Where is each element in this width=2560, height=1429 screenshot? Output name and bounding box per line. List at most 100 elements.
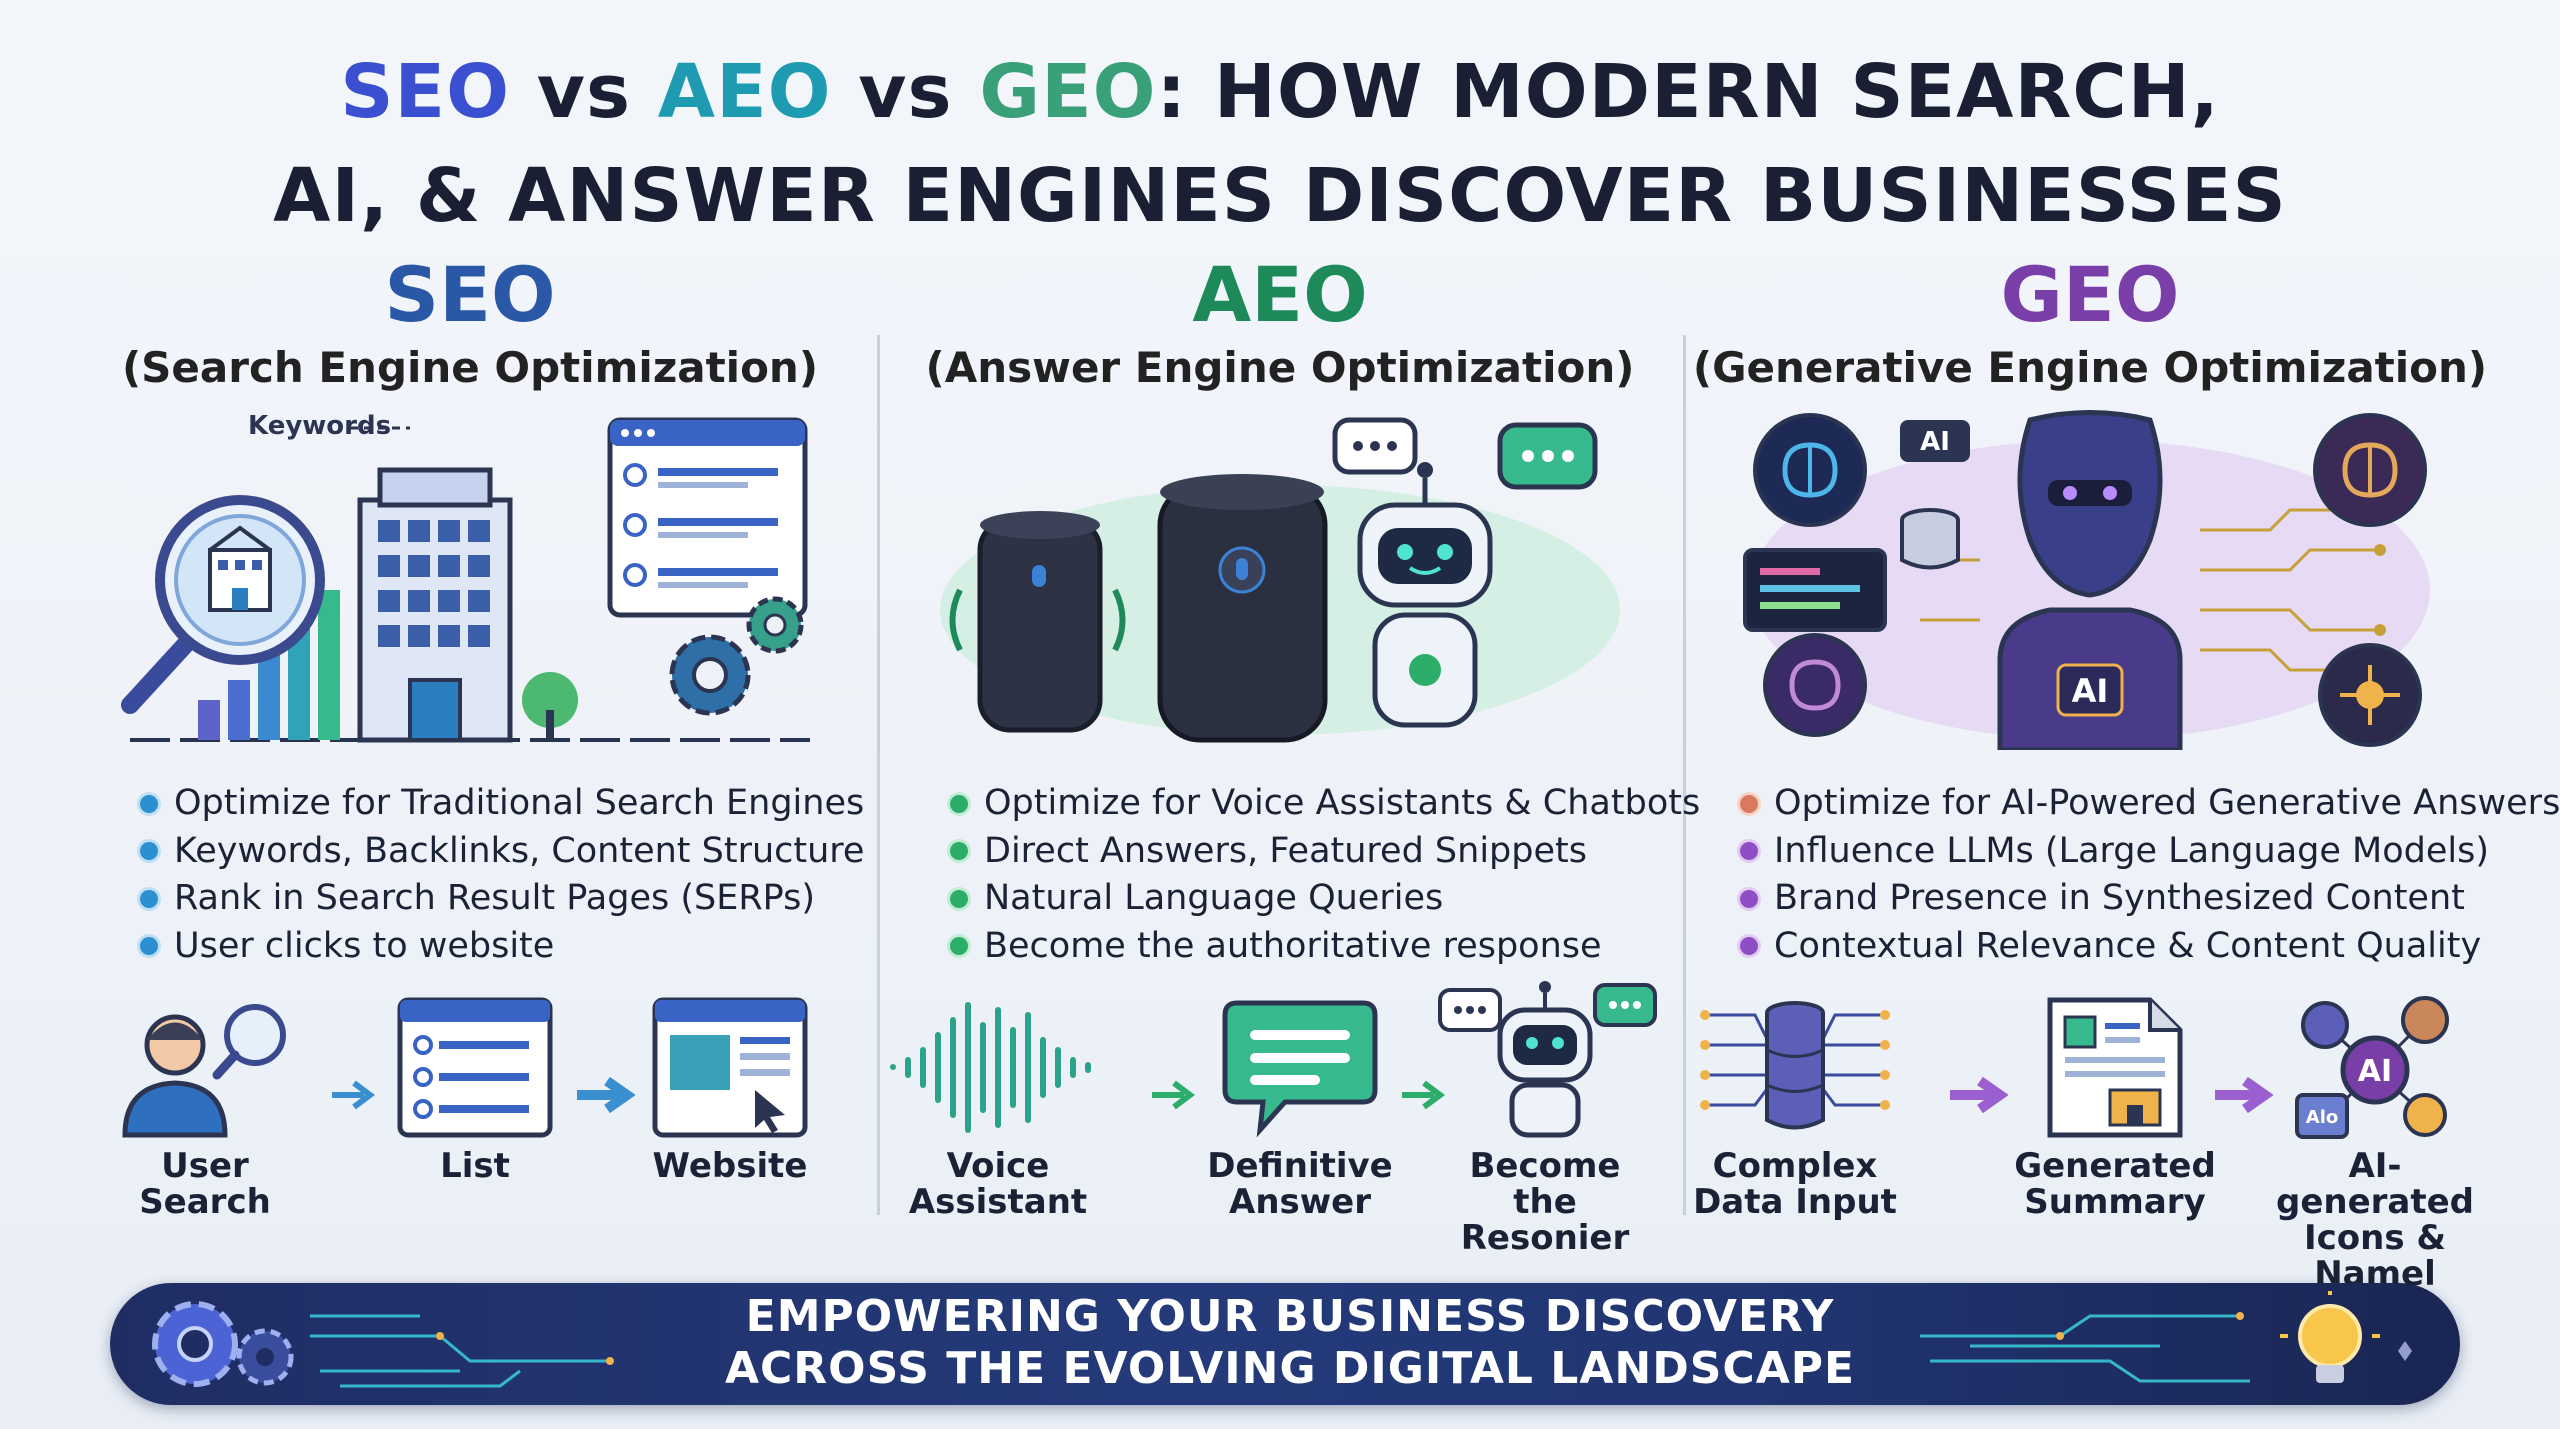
footer-banner: EMPOWERING YOUR BUSINESS DISCOVERY ACROS… [110,1283,2460,1405]
ai-humanoid-icon: AI [1997,410,2183,750]
flow-label: User Search [139,1146,271,1222]
list-item: Optimize for Traditional Search Engines [140,780,870,828]
seo-full-name: (Search Engine Optimization) [121,343,819,392]
arrow-icon [2215,1076,2273,1114]
flow-label: Complex Data Input [1693,1146,1897,1222]
user-icon [122,1004,286,1138]
flow-step-website: Website [625,995,835,1184]
geo-bullet-list: Optimize for AI-Powered Generative Answe… [1740,780,2560,971]
geo-flow: Complex Data Input Generated Summary [1690,995,2490,1292]
brain-icon [1763,633,1867,737]
title-seo: SEO [340,49,510,135]
document-icon [2047,997,2183,1138]
geo-header: GEO (Generative Engine Optimization) [1690,250,2490,396]
title-vs: vs [509,49,658,135]
brain-icon [2313,413,2427,527]
bullet-dot [1740,937,1758,956]
sound-wave-icon [890,1002,1091,1133]
arrow-icon [1402,1080,1445,1110]
code-window-icon [1743,548,1887,632]
seo-column: SEO (Search Engine Optimization) [70,250,870,1260]
seo-header: SEO (Search Engine Optimization) [70,250,870,396]
banner-line-1: EMPOWERING YOUR BUSINESS DISCOVERY [745,1291,1835,1342]
seo-hero-illustration: Keywords [121,411,810,743]
title-vs: vs [831,49,980,135]
title-rest: : HOW MODERN SEARCH, [1156,49,2220,135]
arrow-icon [332,1080,375,1110]
bullet-dot [1740,889,1758,908]
list-item: Influence LLMs (Large Language Models) [1740,828,2489,876]
title-line-1: SEO vs AEO vs GEO: HOW MODERN SEARCH, [0,40,2560,144]
list-item: Become the authoritative response [950,923,1680,971]
arrow-icon [577,1076,635,1114]
chat-bubble-icon [1332,417,1598,490]
bullet-dot [140,842,158,861]
bullet-dot [140,889,158,908]
flow-step-ai-generated-icons: AI Alo AI-generated Icons & Namel [2260,995,2490,1292]
database-icon [1900,508,1960,570]
aeo-column: AEO (Answer Engine Optimization) [878,250,1700,1260]
column-divider [1683,335,1686,1215]
geo-abbr: GEO [2000,250,2180,339]
website-icon [652,997,808,1138]
ai-chest-label: AI [2072,672,2109,710]
flow-label: AI-generated Icons & Namel [2275,1146,2475,1294]
geo-full-name: (Generative Engine Optimization) [1692,343,2488,392]
list-item: Optimize for Voice Assistants & Chatbots [950,780,1700,828]
ai-label: AI [1920,427,1950,457]
robot-icon [1438,981,1657,1138]
building-icon [357,467,513,743]
bullet-dot [950,842,968,861]
seo-bullet-list: Optimize for Traditional Search Engines … [140,780,870,970]
bullet-dot [1740,842,1758,861]
list-item: User clicks to website [140,923,870,971]
geo-column: GEO (Generative Engine Optimization) [1690,250,2560,1292]
column-divider [877,335,880,1215]
title-aeo: AEO [657,49,832,135]
brain-icon [1753,413,1867,527]
bullet-dot [1740,794,1758,813]
aeo-header: AEO (Answer Engine Optimization) [880,250,1680,396]
flow-label: Website [652,1146,808,1186]
flow-label: Voice Assistant [908,1146,1088,1222]
flow-step-become-resonier: Become the Resonier [1425,975,1665,1256]
banner-right-decoration [1920,1291,2412,1383]
flow-step-definitive-answer: Definitive Answer [1195,995,1405,1220]
seo-flow: User Search List Website [70,995,870,1255]
bullet-dot [140,794,158,813]
aeo-bullet-list: Optimize for Voice Assistants & Chatbots… [950,780,1700,971]
gear-icon [152,1301,294,1387]
list-item: Optimize for AI-Powered Generative Answe… [1740,780,2560,828]
network-node-icon [2318,643,2422,747]
ai-network-icon: AI Alo [2295,996,2449,1139]
sparkle-icon [2398,1341,2412,1361]
alo-label: Alo [2306,1107,2338,1128]
gear-icon [669,596,804,716]
flow-label: Become the Resonier [1460,1146,1630,1258]
bullet-dot [950,937,968,956]
page-title: SEO vs AEO vs GEO: HOW MODERN SEARCH, AI… [0,40,2560,248]
banner-text: EMPOWERING YOUR BUSINESS DISCOVERY ACROS… [670,1291,1910,1395]
banner-left-decoration [152,1301,614,1388]
aeo-flow: Voice Assistant Definitive Answer [878,981,1680,1256]
smart-speaker-icon [949,511,1126,733]
aeo-abbr: AEO [1192,250,1368,339]
robot-icon [1357,462,1493,728]
chat-bubble-icon [1222,1000,1378,1138]
bullet-dot [950,794,968,813]
flow-label: List [440,1146,510,1186]
aeo-full-name: (Answer Engine Optimization) [925,343,1635,392]
flow-step-generated-summary: Generated Summary [2010,995,2220,1220]
flow-step-user-search: User Search [100,995,310,1220]
bar-chart-icon [198,590,340,740]
browser-window-icon [607,417,808,618]
list-item: Contextual Relevance & Content Quality [1740,923,2481,971]
data-cylinder-icon [1700,1001,1890,1130]
smart-speaker-icon [1157,474,1328,743]
title-line-2: AI, & ANSWER ENGINES DISCOVER BUSINESSES [273,153,2287,239]
list-window-icon [397,997,553,1138]
bullet-dot [140,937,158,956]
flow-step-voice-assistant: Voice Assistant [878,995,1118,1220]
list-item: Direct Answers, Featured Snippets [950,828,1680,876]
list-item: Rank in Search Result Pages (SERPs) [140,875,870,923]
